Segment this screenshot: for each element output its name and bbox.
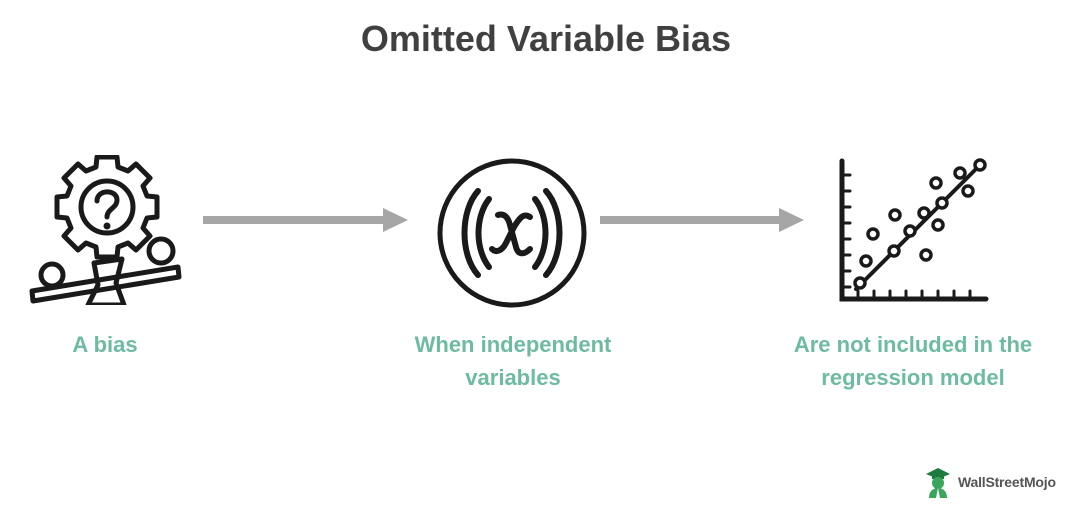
step-3-label-line-2: regression model [821, 365, 1005, 390]
brand-name: WallStreetMojo [958, 474, 1056, 490]
step-3-label-line-1: Are not included in the [793, 332, 1033, 357]
step-1-label: A bias [20, 328, 190, 361]
scatter-regression-icon [839, 158, 989, 302]
variable-x-icon [437, 158, 587, 308]
diagram-title: Omitted Variable Bias [360, 18, 732, 59]
brand-watermark: WallStreetMojo [922, 462, 1082, 502]
step-2-label-line-2: variables [465, 365, 561, 390]
balance-gear-question-icon [29, 155, 182, 305]
step-2-label: When independent variables [372, 328, 654, 394]
arrow-2 [600, 208, 804, 232]
step-3-label: Are not included in the regression model [758, 328, 1068, 394]
arrow-1 [203, 208, 408, 232]
step-2-label-line-1: When independent [414, 332, 612, 357]
wallstreetmojo-logo [926, 468, 950, 498]
step-1-label-line-1: A bias [72, 332, 138, 357]
